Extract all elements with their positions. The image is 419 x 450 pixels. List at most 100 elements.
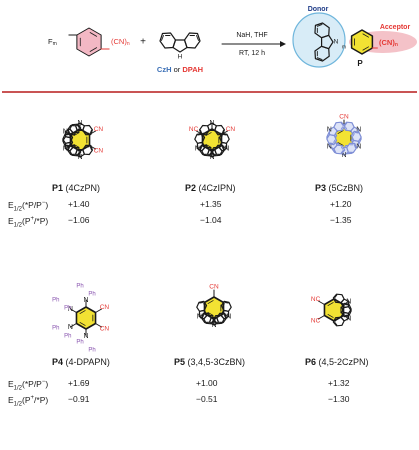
double-bond	[200, 129, 203, 134]
benzo-ring-right	[314, 22, 330, 39]
benzo-ring-right	[69, 146, 82, 157]
double-bond	[222, 134, 227, 136]
benzo-ring-right	[214, 144, 225, 156]
cyano-label: CN	[94, 126, 104, 133]
double-bond	[337, 130, 344, 134]
double-bond	[340, 122, 344, 127]
double-bond	[340, 149, 344, 154]
compound-label-p2: P2 (4CzIPN)	[185, 183, 236, 193]
phenyl-label: Ph	[76, 284, 83, 290]
double-bond	[334, 298, 338, 302]
double-bond	[205, 144, 212, 148]
pyrrole-ring	[207, 122, 217, 132]
p1-eox-value: −1.06	[68, 215, 90, 225]
phenyl-label: Ph	[52, 326, 59, 332]
compound-label-p4: P4 (4-DPAPN)	[52, 357, 110, 367]
double-bond	[342, 305, 345, 309]
bond	[343, 315, 350, 319]
nitrogen-label: N	[346, 315, 351, 322]
cyano-label: NC	[311, 317, 321, 324]
cyano-label: CN	[226, 126, 236, 133]
cyano-label: NC	[311, 296, 321, 303]
nitrogen-label: N	[209, 154, 214, 161]
p5-ered-value: +1.00	[196, 378, 218, 388]
double-bond	[203, 303, 206, 307]
conditions-top: NaH, THF	[236, 32, 267, 39]
double-bond	[223, 314, 226, 319]
double-bond	[73, 144, 80, 148]
benzo-ring-right	[62, 136, 74, 148]
bond	[69, 323, 77, 328]
double-bond	[89, 47, 98, 52]
acceptor-label: Acceptor	[380, 24, 411, 31]
pyrrole-ring	[198, 309, 208, 320]
pyrrole-ring	[196, 141, 206, 152]
nitrogen-label: N	[356, 143, 361, 150]
cyano-label: CN	[94, 147, 104, 154]
p3-ered-value: +1.20	[330, 199, 352, 209]
double-bond	[89, 129, 92, 134]
double-bond	[344, 304, 349, 306]
double-bond	[205, 132, 212, 136]
benzo-ring-left	[314, 45, 330, 62]
double-bond	[334, 321, 338, 326]
p4-ered-value: +1.69	[68, 378, 90, 388]
benzo-ring-right	[67, 124, 78, 136]
nitrogen-label: N	[197, 313, 202, 320]
double-bond	[340, 146, 344, 150]
double-bond	[362, 33, 369, 38]
arrow-head	[280, 41, 286, 47]
double-bond	[210, 316, 214, 320]
phenyl-label: Ph	[88, 347, 95, 353]
double-bond	[214, 319, 218, 324]
double-bond	[334, 318, 338, 322]
double-bond	[65, 134, 70, 136]
double-bond	[65, 144, 70, 146]
benzo-ring-right	[203, 314, 216, 325]
nitrogen-label: N	[211, 322, 216, 329]
benzo-ring-left	[196, 300, 208, 312]
benzo-ring-left	[82, 124, 93, 136]
donor-names: CzH or DPAH	[157, 65, 203, 74]
plus-sign: +	[140, 37, 146, 48]
cyano-label: CN	[100, 304, 110, 311]
bond	[69, 308, 77, 313]
double-bond	[316, 23, 323, 27]
double-bond	[68, 146, 71, 151]
double-bond	[79, 310, 86, 314]
double-bond	[89, 146, 92, 151]
p2-eox-value: −1.04	[200, 215, 222, 225]
double-bond	[76, 124, 80, 129]
double-bond	[202, 314, 205, 319]
compound-label-p1: P1 (4CzPN)	[52, 183, 101, 193]
double-bond	[212, 151, 216, 156]
nitrogen-label: N	[77, 120, 82, 127]
double-bond	[362, 46, 369, 51]
double-bond	[210, 319, 214, 324]
benzo-ring-right	[340, 302, 352, 314]
pyrrole-ring	[172, 39, 188, 53]
p1-ered-value: +1.40	[68, 199, 90, 209]
cyano-label: NC	[189, 126, 199, 133]
benzo-ring-right	[218, 132, 230, 144]
row1-eox-label: E1/2(P+/*P)	[8, 215, 49, 229]
compound-label-p6: P6 (4,5-2CzPN)	[305, 357, 369, 367]
p6-eox-value: −1.30	[328, 394, 350, 404]
double-bond	[352, 133, 355, 137]
compound-label-p3: P3 (5CzBN)	[315, 183, 364, 193]
benzo-ring-right	[332, 293, 345, 304]
phenyl-label: Ph	[88, 292, 95, 298]
bond	[95, 308, 103, 313]
nitrogen-label: N	[68, 324, 73, 331]
p3-eox-value: −1.35	[330, 215, 352, 225]
bond	[317, 315, 325, 320]
pyrrole-ring	[340, 311, 350, 322]
phenyl-label: Ph	[64, 334, 71, 340]
double-bond	[224, 302, 229, 304]
nitrogen-label: N	[83, 333, 88, 340]
double-bond	[334, 294, 338, 299]
nitrogen-label: N	[341, 152, 346, 159]
double-bond	[344, 126, 348, 130]
double-bond	[76, 148, 80, 152]
benzo-ring-right	[201, 146, 214, 157]
